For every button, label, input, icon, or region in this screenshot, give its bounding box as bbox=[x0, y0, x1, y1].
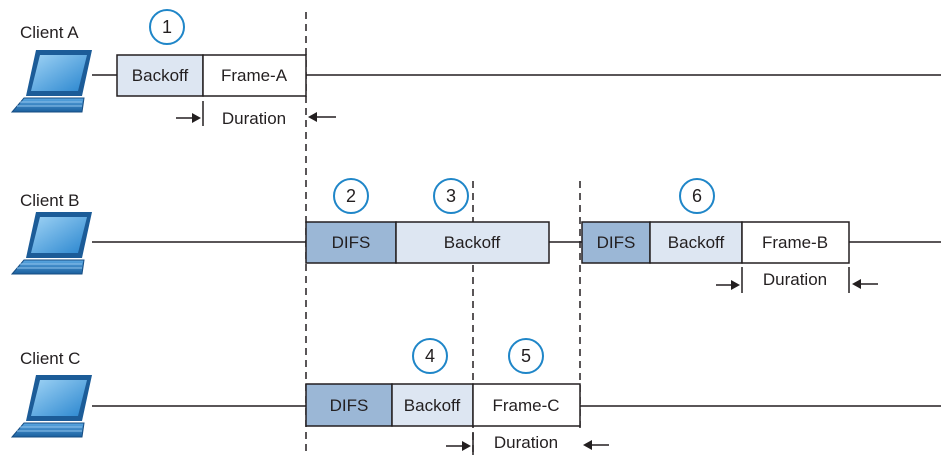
step-marker-1-number: 1 bbox=[162, 17, 172, 37]
client-c-backoff-segment bbox=[391, 383, 474, 427]
client-c-backoff-label: Backoff bbox=[404, 396, 461, 415]
client-b-difs-segment-2 bbox=[581, 221, 651, 264]
client-c-difs-segment bbox=[305, 383, 393, 427]
client-a-duration-label: Duration bbox=[222, 109, 286, 128]
client-c-row: Client C DIFS Backoff Frame-C Duration 4… bbox=[11, 338, 941, 455]
client-c-frame-segment bbox=[472, 383, 581, 427]
laptop-icon bbox=[11, 374, 93, 438]
step-marker-6 bbox=[679, 178, 715, 214]
client-a-frame-label: Frame-A bbox=[221, 66, 288, 85]
client-a-backoff-segment bbox=[116, 54, 204, 97]
step-marker-5 bbox=[508, 338, 544, 374]
arrowhead-icon bbox=[583, 440, 592, 450]
client-b-backoff-label: Backoff bbox=[444, 233, 501, 252]
client-b-frame-segment bbox=[741, 221, 850, 264]
client-c-duration-label: Duration bbox=[494, 433, 558, 452]
step-marker-5-number: 5 bbox=[521, 346, 531, 366]
laptop-icon bbox=[11, 49, 93, 113]
client-b-label: Client B bbox=[20, 191, 80, 210]
client-b-row: Client B DIFS Backoff DIFS Backoff Frame… bbox=[11, 178, 941, 293]
client-c-label: Client C bbox=[20, 349, 80, 368]
client-b-difs-segment bbox=[305, 221, 397, 264]
client-a-frame-segment bbox=[202, 54, 307, 97]
client-b-frame-label: Frame-B bbox=[762, 233, 828, 252]
client-c-difs-label: DIFS bbox=[330, 396, 369, 415]
step-marker-3-number: 3 bbox=[446, 186, 456, 206]
step-marker-2 bbox=[333, 178, 369, 214]
client-b-duration-label: Duration bbox=[763, 270, 827, 289]
step-marker-3 bbox=[433, 178, 469, 214]
arrowhead-icon bbox=[731, 280, 740, 290]
laptop-icon bbox=[11, 211, 93, 275]
client-b-backoff-label-2: Backoff bbox=[668, 233, 725, 252]
client-a-backoff-label: Backoff bbox=[132, 66, 189, 85]
step-marker-4-number: 4 bbox=[425, 346, 435, 366]
client-b-difs-label: DIFS bbox=[332, 233, 371, 252]
client-b-backoff-segment bbox=[395, 221, 550, 264]
arrowhead-icon bbox=[852, 279, 861, 289]
step-marker-2-number: 2 bbox=[346, 186, 356, 206]
arrowhead-icon bbox=[308, 112, 317, 122]
step-marker-6-number: 6 bbox=[692, 186, 702, 206]
client-a-label: Client A bbox=[20, 23, 79, 42]
step-marker-4 bbox=[412, 338, 448, 374]
step-marker-1 bbox=[149, 9, 185, 45]
arrowhead-icon bbox=[462, 441, 471, 451]
client-b-backoff-segment-2 bbox=[649, 221, 743, 264]
client-c-frame-label: Frame-C bbox=[492, 396, 559, 415]
client-b-difs-label-2: DIFS bbox=[597, 233, 636, 252]
arrowhead-icon bbox=[192, 113, 201, 123]
client-a-row: Client A Backoff Frame-A Duration 1 bbox=[11, 9, 941, 128]
